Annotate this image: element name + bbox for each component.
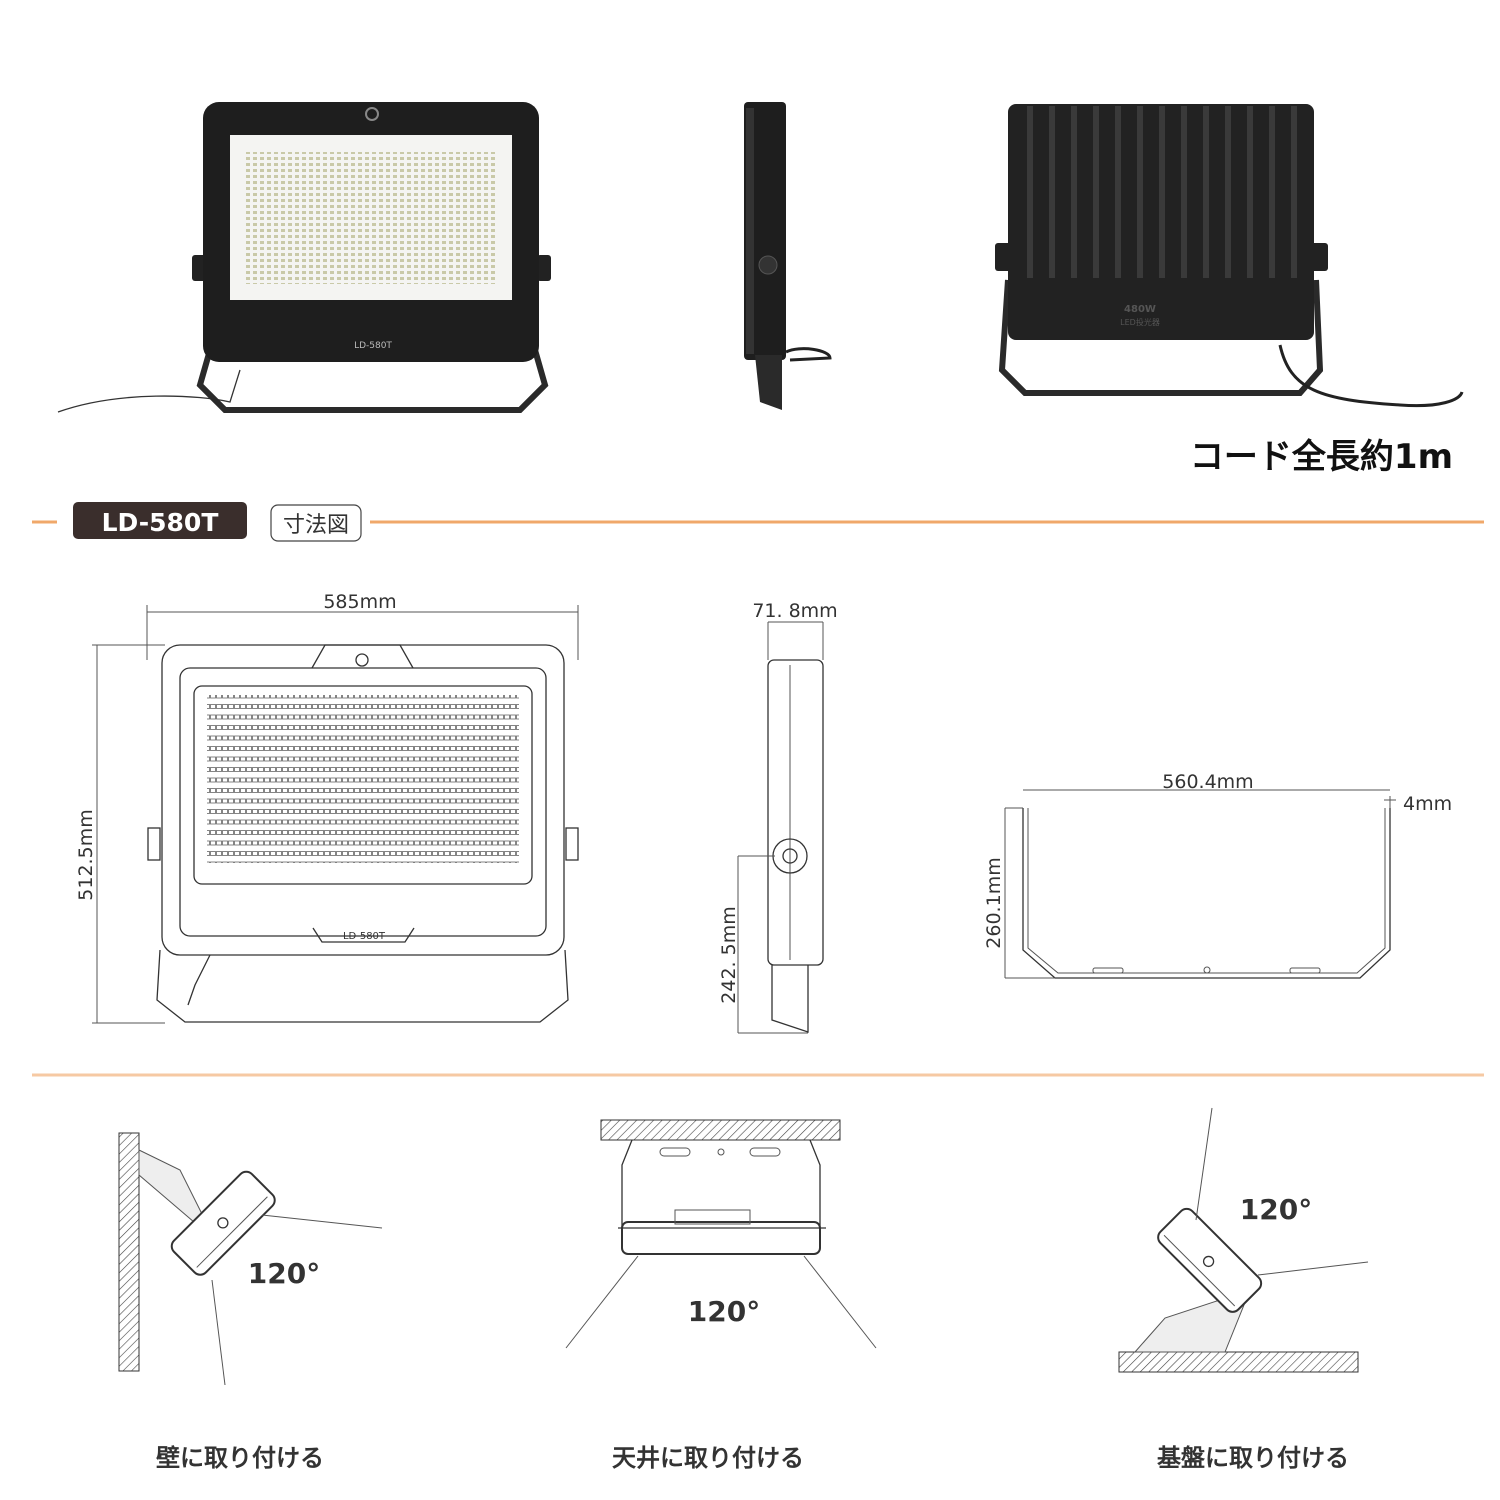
model-badge [73, 502, 247, 539]
rear-watt-label: 480W [1124, 304, 1156, 315]
front-dimension-drawing: LD-580T [92, 605, 579, 1024]
side-bracket-height-label: 242. 5mm [718, 906, 740, 1003]
wall-mount-label: 壁に取り付ける [156, 1444, 324, 1472]
front-photo: LD-580T [57, 102, 551, 413]
model-badge-text: LD-580T [102, 508, 219, 537]
front-model-label: LD-580T [354, 341, 392, 351]
front-width-label: 585mm [323, 591, 396, 613]
ceiling-mount-diagram [565, 1119, 877, 1349]
rear-type-label: LED投光器 [1120, 317, 1160, 327]
side-depth-label: 71. 8mm [752, 600, 837, 622]
base-mount-diagram [1118, 1107, 1369, 1373]
ceiling-angle-label: 120° [688, 1295, 760, 1328]
front-height-label: 512.5mm [75, 809, 97, 900]
wall-angle-label: 120° [248, 1257, 320, 1290]
rear-photo: 480W LED投光器 [995, 104, 1464, 408]
side-photo [744, 102, 832, 410]
base-mount-label: 基盤に取り付ける [1157, 1444, 1349, 1472]
section-title-box [270, 504, 362, 542]
side-dimension-drawing [737, 621, 824, 1034]
cord-length-note: コード全長約1m [1190, 437, 1453, 477]
bracket-thickness-label: 4mm [1403, 793, 1452, 815]
base-angle-label: 120° [1240, 1193, 1312, 1226]
ceiling-mount-label: 天井に取り付ける [612, 1444, 804, 1472]
wall-mount-diagram [118, 1132, 383, 1386]
section-title: 寸法図 [283, 513, 349, 538]
drawing-model-label: LD-580T [343, 931, 386, 942]
bracket-width-label: 560.4mm [1162, 771, 1253, 793]
bracket-height-label: 260.1mm [983, 857, 1005, 948]
bracket-dimension-drawing [1004, 789, 1396, 979]
